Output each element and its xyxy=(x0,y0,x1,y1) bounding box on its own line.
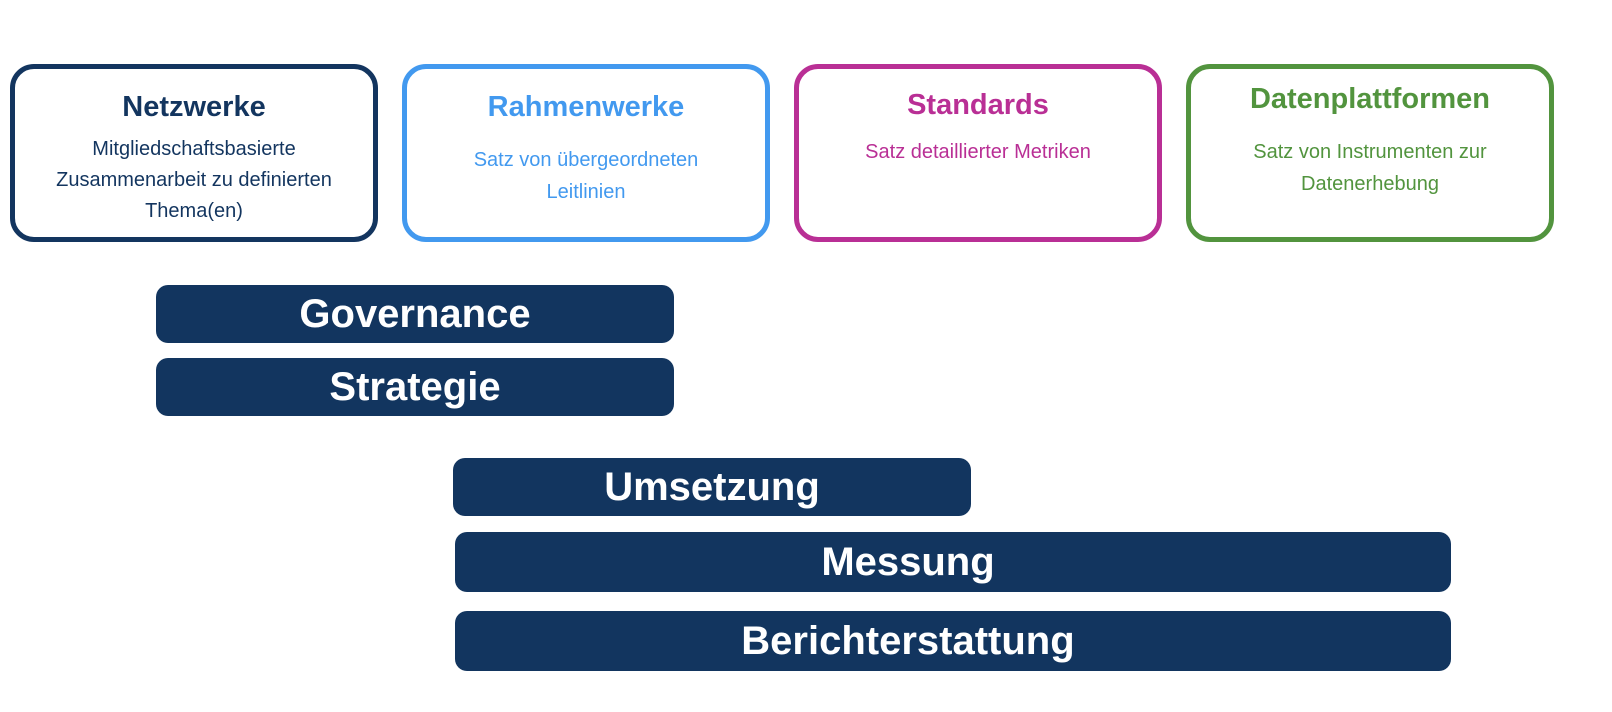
bar-messung: Messung xyxy=(455,532,1451,592)
card-description: Mitgliedschaftsbasierte Zusammenarbeit z… xyxy=(56,138,332,222)
card-description: Satz detaillierter Metriken xyxy=(865,141,1091,163)
bar-strategie: Strategie xyxy=(156,358,674,416)
card-title: Datenplattformen xyxy=(1249,83,1491,115)
card-standards: Standards Satz detaillierter Metriken xyxy=(794,64,1162,242)
bar-berichterstattung: Berichterstattung xyxy=(455,611,1451,671)
card-title: Standards xyxy=(907,89,1049,121)
card-description: Satz von Instrumenten zur Datenerhebung xyxy=(1253,141,1487,195)
bar-umsetzung: Umsetzung xyxy=(453,458,971,516)
card-title: Netzwerke xyxy=(122,91,266,123)
card-datenplattformen: Datenplattformen Satz von Instrumenten z… xyxy=(1186,64,1554,242)
card-rahmenwerke: Rahmenwerke Satz von übergeordneten Leit… xyxy=(402,64,770,242)
card-description: Satz von übergeordneten Leitlinien xyxy=(473,149,699,203)
bar-governance: Governance xyxy=(156,285,674,343)
card-netzwerke: Netzwerke Mitgliedschaftsbasierte Zusamm… xyxy=(10,64,378,242)
card-title: Rahmenwerke xyxy=(487,91,685,123)
